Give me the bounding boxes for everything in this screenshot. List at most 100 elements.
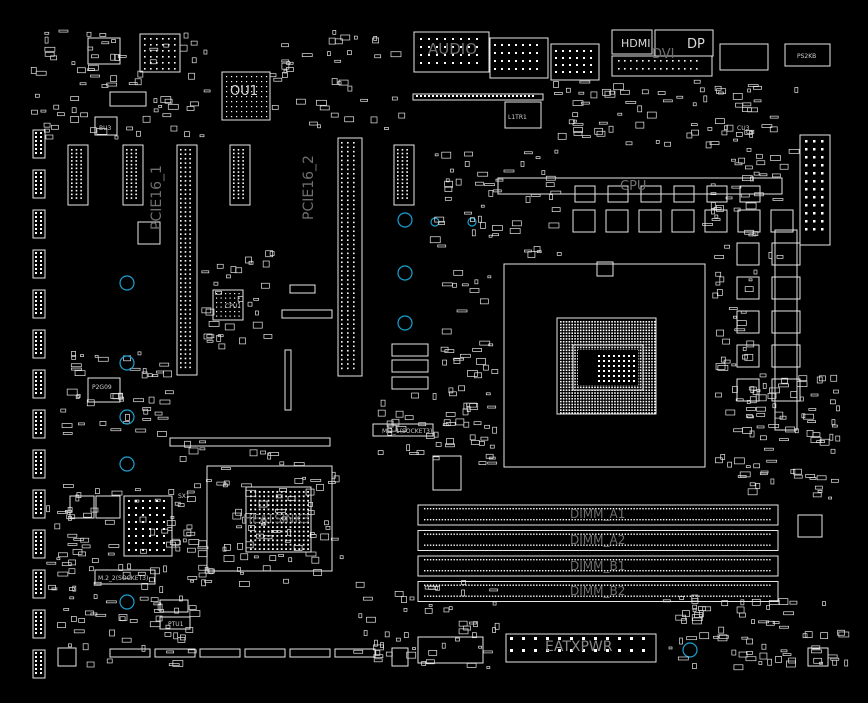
edge-header <box>32 649 46 679</box>
center-pad <box>613 355 615 357</box>
slot-pin <box>341 203 343 206</box>
smd-component <box>625 141 633 146</box>
lga-pad <box>560 346 562 349</box>
lga-pad <box>614 332 616 334</box>
lga-pad <box>582 340 585 343</box>
lga-pad <box>571 366 573 369</box>
slot-pin <box>71 149 73 151</box>
dimm-pin <box>530 584 532 586</box>
ps2-port <box>719 43 769 71</box>
ou1-pad <box>251 111 253 113</box>
dimm-pin <box>480 519 482 521</box>
lga-pad <box>565 340 568 343</box>
dimm-pin <box>565 595 567 597</box>
slot-pin <box>126 163 128 166</box>
lga-pad <box>651 323 653 326</box>
header-pin <box>480 95 482 97</box>
dimm-pin <box>562 570 565 572</box>
slot-pin <box>126 171 128 173</box>
smd-component <box>139 596 149 601</box>
smd-component <box>324 520 329 526</box>
smd-component <box>40 109 47 113</box>
dimm-pin <box>465 533 467 535</box>
slot-pin <box>347 168 349 171</box>
smd-component <box>715 363 726 370</box>
dimm-pin <box>459 519 461 521</box>
lga-pad <box>565 335 568 337</box>
chip-pad <box>220 297 222 299</box>
smd-component <box>664 141 671 147</box>
header-pin <box>35 540 37 542</box>
smd-component <box>806 430 814 437</box>
lga-pad <box>571 321 573 323</box>
chipset-pad <box>298 543 301 546</box>
smd-component <box>690 123 698 126</box>
smd-component <box>150 567 160 575</box>
slot-pin <box>233 152 235 155</box>
slot-pin <box>80 193 82 196</box>
dimm-pin <box>506 519 508 521</box>
dimm-pin <box>536 559 538 561</box>
smd-component <box>56 112 65 117</box>
power-pin <box>821 204 824 207</box>
smd-component <box>256 533 264 539</box>
dimm-pin <box>701 519 703 521</box>
slot-pin <box>401 171 404 173</box>
dimm-pin <box>429 508 432 510</box>
dimm-pin <box>606 584 609 586</box>
smd-component <box>533 246 541 252</box>
smd-component <box>646 111 657 119</box>
chipset-pad <box>298 495 301 498</box>
lga-pad <box>594 392 596 394</box>
smd-component <box>265 250 274 258</box>
dimm-pin <box>760 559 762 561</box>
smd-component <box>617 112 623 116</box>
lga-pad <box>574 378 576 380</box>
dimm-pin <box>456 508 458 510</box>
slot-pin <box>353 327 355 330</box>
slot-pin <box>353 155 355 157</box>
lga-pad <box>608 403 611 406</box>
dimm-pin <box>539 508 541 510</box>
dimm-pin <box>689 544 691 546</box>
slot-pin <box>180 184 182 187</box>
lga-pad <box>591 338 593 340</box>
chipset-pad <box>298 539 301 542</box>
smd-component <box>216 481 227 486</box>
slot-pin <box>80 197 82 199</box>
lga-pad <box>591 335 593 337</box>
dimm-pin <box>580 559 582 561</box>
vrm-mosfet <box>736 242 760 266</box>
dimm-pin <box>586 508 588 510</box>
lga-pad <box>648 346 650 349</box>
smd-component <box>74 370 86 377</box>
smd-component <box>421 661 427 666</box>
dimm-pin <box>438 559 441 561</box>
ou1-pad <box>246 81 248 83</box>
smd-component <box>380 642 384 648</box>
dimm-pin <box>662 570 665 572</box>
smd-component <box>175 546 181 552</box>
lga-pad <box>611 332 613 334</box>
dimm-pin <box>471 559 473 561</box>
slot-pin <box>180 171 182 173</box>
power-pin <box>813 172 816 175</box>
center-pad <box>598 355 600 357</box>
dimm-pin <box>536 584 538 586</box>
header-pin <box>128 507 130 509</box>
smd-component <box>157 603 163 611</box>
dimm-pin <box>671 533 674 535</box>
slot-pin <box>353 310 355 312</box>
lga-pad <box>582 329 585 332</box>
smd-component <box>46 561 57 565</box>
smd-component <box>160 96 172 103</box>
header-pin <box>40 136 42 138</box>
slot-pin <box>189 188 191 191</box>
smd-component <box>445 178 450 183</box>
dimm-pin <box>757 533 759 535</box>
chipset-pad <box>298 526 301 528</box>
lga-pad <box>599 346 602 349</box>
header-pin <box>163 542 165 544</box>
lga-pad <box>628 406 630 409</box>
dimm-pin <box>601 570 603 572</box>
